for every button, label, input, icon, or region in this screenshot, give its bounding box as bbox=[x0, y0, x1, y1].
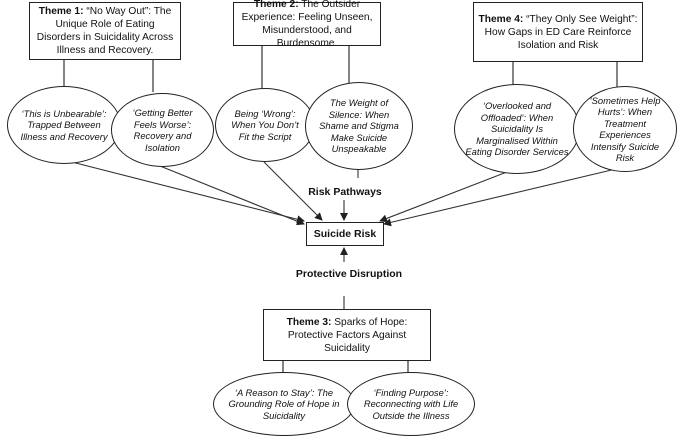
theme3-label: Theme 3: bbox=[286, 316, 332, 328]
theme4-title: “They Only See Weight”: How Gaps in ED C… bbox=[484, 13, 638, 51]
subtheme-s2b-text: The Weight of Silence: When Shame and St… bbox=[319, 97, 399, 155]
suicide-risk-box: Suicide Risk bbox=[306, 222, 384, 246]
subtheme-oval-s2a: Being ‘Wrong’: When You Don’t Fit the Sc… bbox=[215, 88, 315, 162]
theme3-box: Theme 3: Sparks of Hope: Protective Fact… bbox=[263, 309, 431, 361]
arrow-s4b-risk bbox=[383, 167, 621, 227]
subtheme-s1a-text: ‘This is Unbearable’: Trapped Between Il… bbox=[20, 107, 108, 142]
subtheme-s4b-text: ‘Sometimes Help Hurts’: When Treatment E… bbox=[589, 94, 661, 164]
subtheme-oval-s4b: ‘Sometimes Help Hurts’: When Treatment E… bbox=[573, 86, 677, 172]
subtheme-s4a-text: ‘Overlooked and Offloaded’: When Suicida… bbox=[465, 100, 569, 158]
subtheme-s1b-text: ‘Getting Better Feels Worse’: Recovery a… bbox=[132, 107, 193, 153]
risk-pathways-label: Risk Pathways bbox=[308, 186, 382, 198]
arrow-s1a-risk bbox=[63, 159, 305, 224]
subtheme-oval-s1b: ‘Getting Better Feels Worse’: Recovery a… bbox=[111, 93, 214, 167]
theme1-box: Theme 1: “No Way Out”: The Unique Role o… bbox=[29, 2, 181, 60]
arrow-s1b-risk bbox=[159, 165, 305, 226]
theme1-title: “No Way Out”: The Unique Role of Eating … bbox=[36, 6, 174, 56]
theme1-label: Theme 1: bbox=[38, 6, 84, 17]
protective-disruption-label: Protective Disruption bbox=[295, 268, 403, 280]
subtheme-s3a-text: ‘A Reason to Stay’: The Grounding Role o… bbox=[228, 386, 340, 421]
theme2-title: The Outsider Experience: Feeling Unseen,… bbox=[241, 0, 373, 49]
arrow-s2a-risk bbox=[263, 161, 323, 221]
subtheme-s3b-text: ‘Finding Purpose’: Reconnecting with Lif… bbox=[363, 386, 459, 421]
subtheme-oval-s2b: The Weight of Silence: When Shame and St… bbox=[305, 82, 413, 170]
theme2-box: Theme 2: The Outsider Experience: Feelin… bbox=[233, 0, 381, 49]
subtheme-s2a-text: Being ‘Wrong’: When You Don’t Fit the Sc… bbox=[231, 107, 299, 142]
subtheme-oval-s3a: ‘A Reason to Stay’: The Grounding Role o… bbox=[213, 372, 355, 436]
theme2-label: Theme 2: bbox=[253, 0, 299, 10]
theme3-title: Sparks of Hope: Protective Factors Again… bbox=[287, 316, 408, 354]
theme4-label: Theme 4: bbox=[478, 13, 524, 25]
subtheme-oval-s4a: ‘Overlooked and Offloaded’: When Suicida… bbox=[454, 84, 580, 174]
arrow-s4a-risk bbox=[379, 169, 513, 223]
suicide-risk-label: Suicide Risk bbox=[313, 228, 377, 240]
theme4-box: Theme 4: “They Only See Weight”: How Gap… bbox=[473, 2, 643, 62]
subtheme-oval-s3b: ‘Finding Purpose’: Reconnecting with Lif… bbox=[347, 372, 475, 436]
subtheme-oval-s1a: ‘This is Unbearable’: Trapped Between Il… bbox=[7, 86, 121, 164]
